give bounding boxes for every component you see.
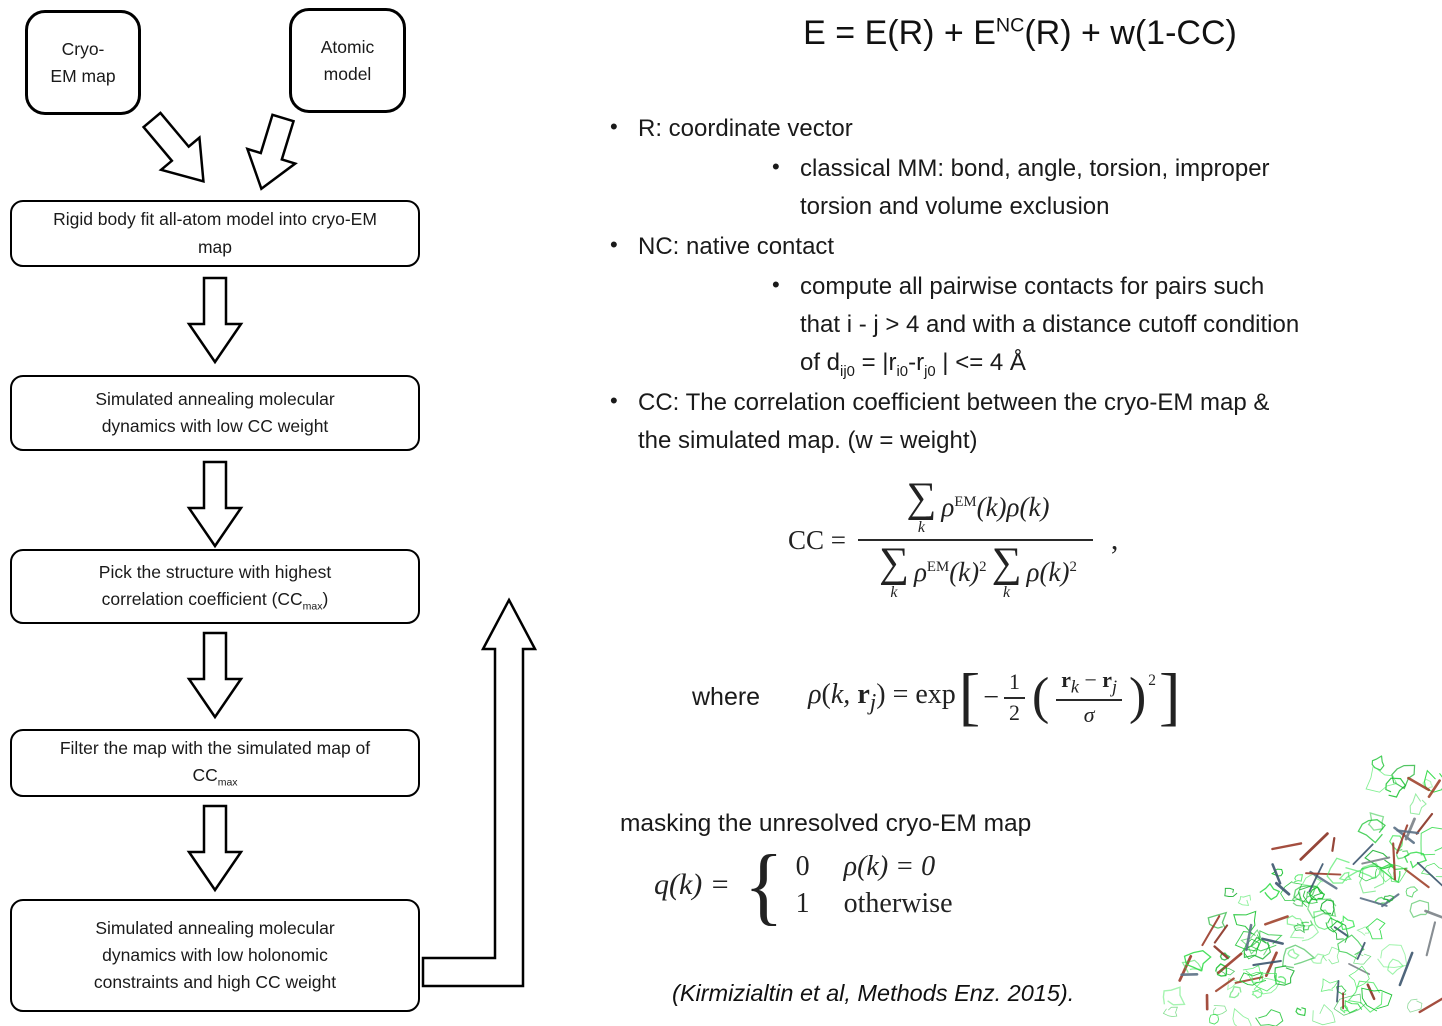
cc-equation: CC = ∑k ρEM(k)ρ(k) ∑k ρEM(k)2 ∑k ρ(k)2 ,: [788, 475, 1119, 601]
where-label: where: [692, 683, 761, 712]
step-text: Filter the map with the simulated map of…: [59, 738, 371, 789]
flow-step-sa-md-holonomic: Simulated annealing molecular dynamics w…: [10, 899, 420, 1012]
step-text: Pick the structure with highest correlat…: [98, 561, 332, 613]
step-text: Simulated annealing molecular dynamics w…: [93, 917, 337, 993]
arrow-step2-to-step3-icon: [186, 460, 244, 549]
arrow-atomic-down-icon: [245, 113, 298, 191]
arrow-step1-to-step2-icon: [186, 276, 244, 365]
citation: (Kirmizialtin et al, Methods Enz. 2015).: [672, 980, 1075, 1006]
flow-step-rigid-body-fit: Rigid body fit all-atom model into cryo-…: [10, 200, 420, 267]
arrow-step3-to-step4-icon: [186, 631, 244, 720]
flowchart-arrows: [141, 111, 538, 988]
arrow-step4-to-step5-icon: [186, 804, 244, 893]
bullet-r-coordinate-vector: R: coordinate vector: [610, 110, 853, 148]
flow-step-sa-md-low-cc: Simulated annealing molecular dynamics w…: [10, 375, 420, 451]
arrow-cryo-down-icon: [141, 111, 205, 183]
masking-label: masking the unresolved cryo-EM map: [620, 810, 1032, 837]
energy-equation-title: E = E(R) + ENC(R) + w(1-CC): [803, 14, 1237, 52]
loop-arrow-icon: [421, 597, 538, 988]
cryo-box-line2: EM map: [50, 65, 116, 86]
molecule-density-image: [1148, 752, 1442, 1026]
flow-input-cryo-em-map: Cryo- EM map: [25, 10, 141, 115]
step-text: Simulated annealing molecular dynamics w…: [95, 388, 335, 436]
flow-step-filter-map: Filter the map with the simulated map of…: [10, 729, 420, 797]
bullet-classical-mm: classical MM: bond, angle, torsion, impr…: [772, 150, 1420, 226]
cryo-em-mesh-graphic: [1162, 755, 1442, 1026]
bullet-nc-native-contact: NC: native contact: [610, 228, 834, 266]
atomic-box-line1: Atomic: [320, 37, 375, 58]
flow-input-atomic-model: Atomic model: [289, 8, 406, 113]
cryo-box-line1: Cryo-: [61, 39, 105, 60]
atomic-box-line2: model: [323, 63, 372, 84]
flow-step-pick-ccmax: Pick the structure with highest correlat…: [10, 549, 420, 624]
step-text: Rigid body fit all-atom model into cryo-…: [53, 209, 377, 257]
bullet-pairwise-contacts: compute all pairwise contacts for pairs …: [772, 268, 1442, 384]
bullet-cc-definition: CC: The correlation coefficient between …: [610, 384, 1442, 460]
